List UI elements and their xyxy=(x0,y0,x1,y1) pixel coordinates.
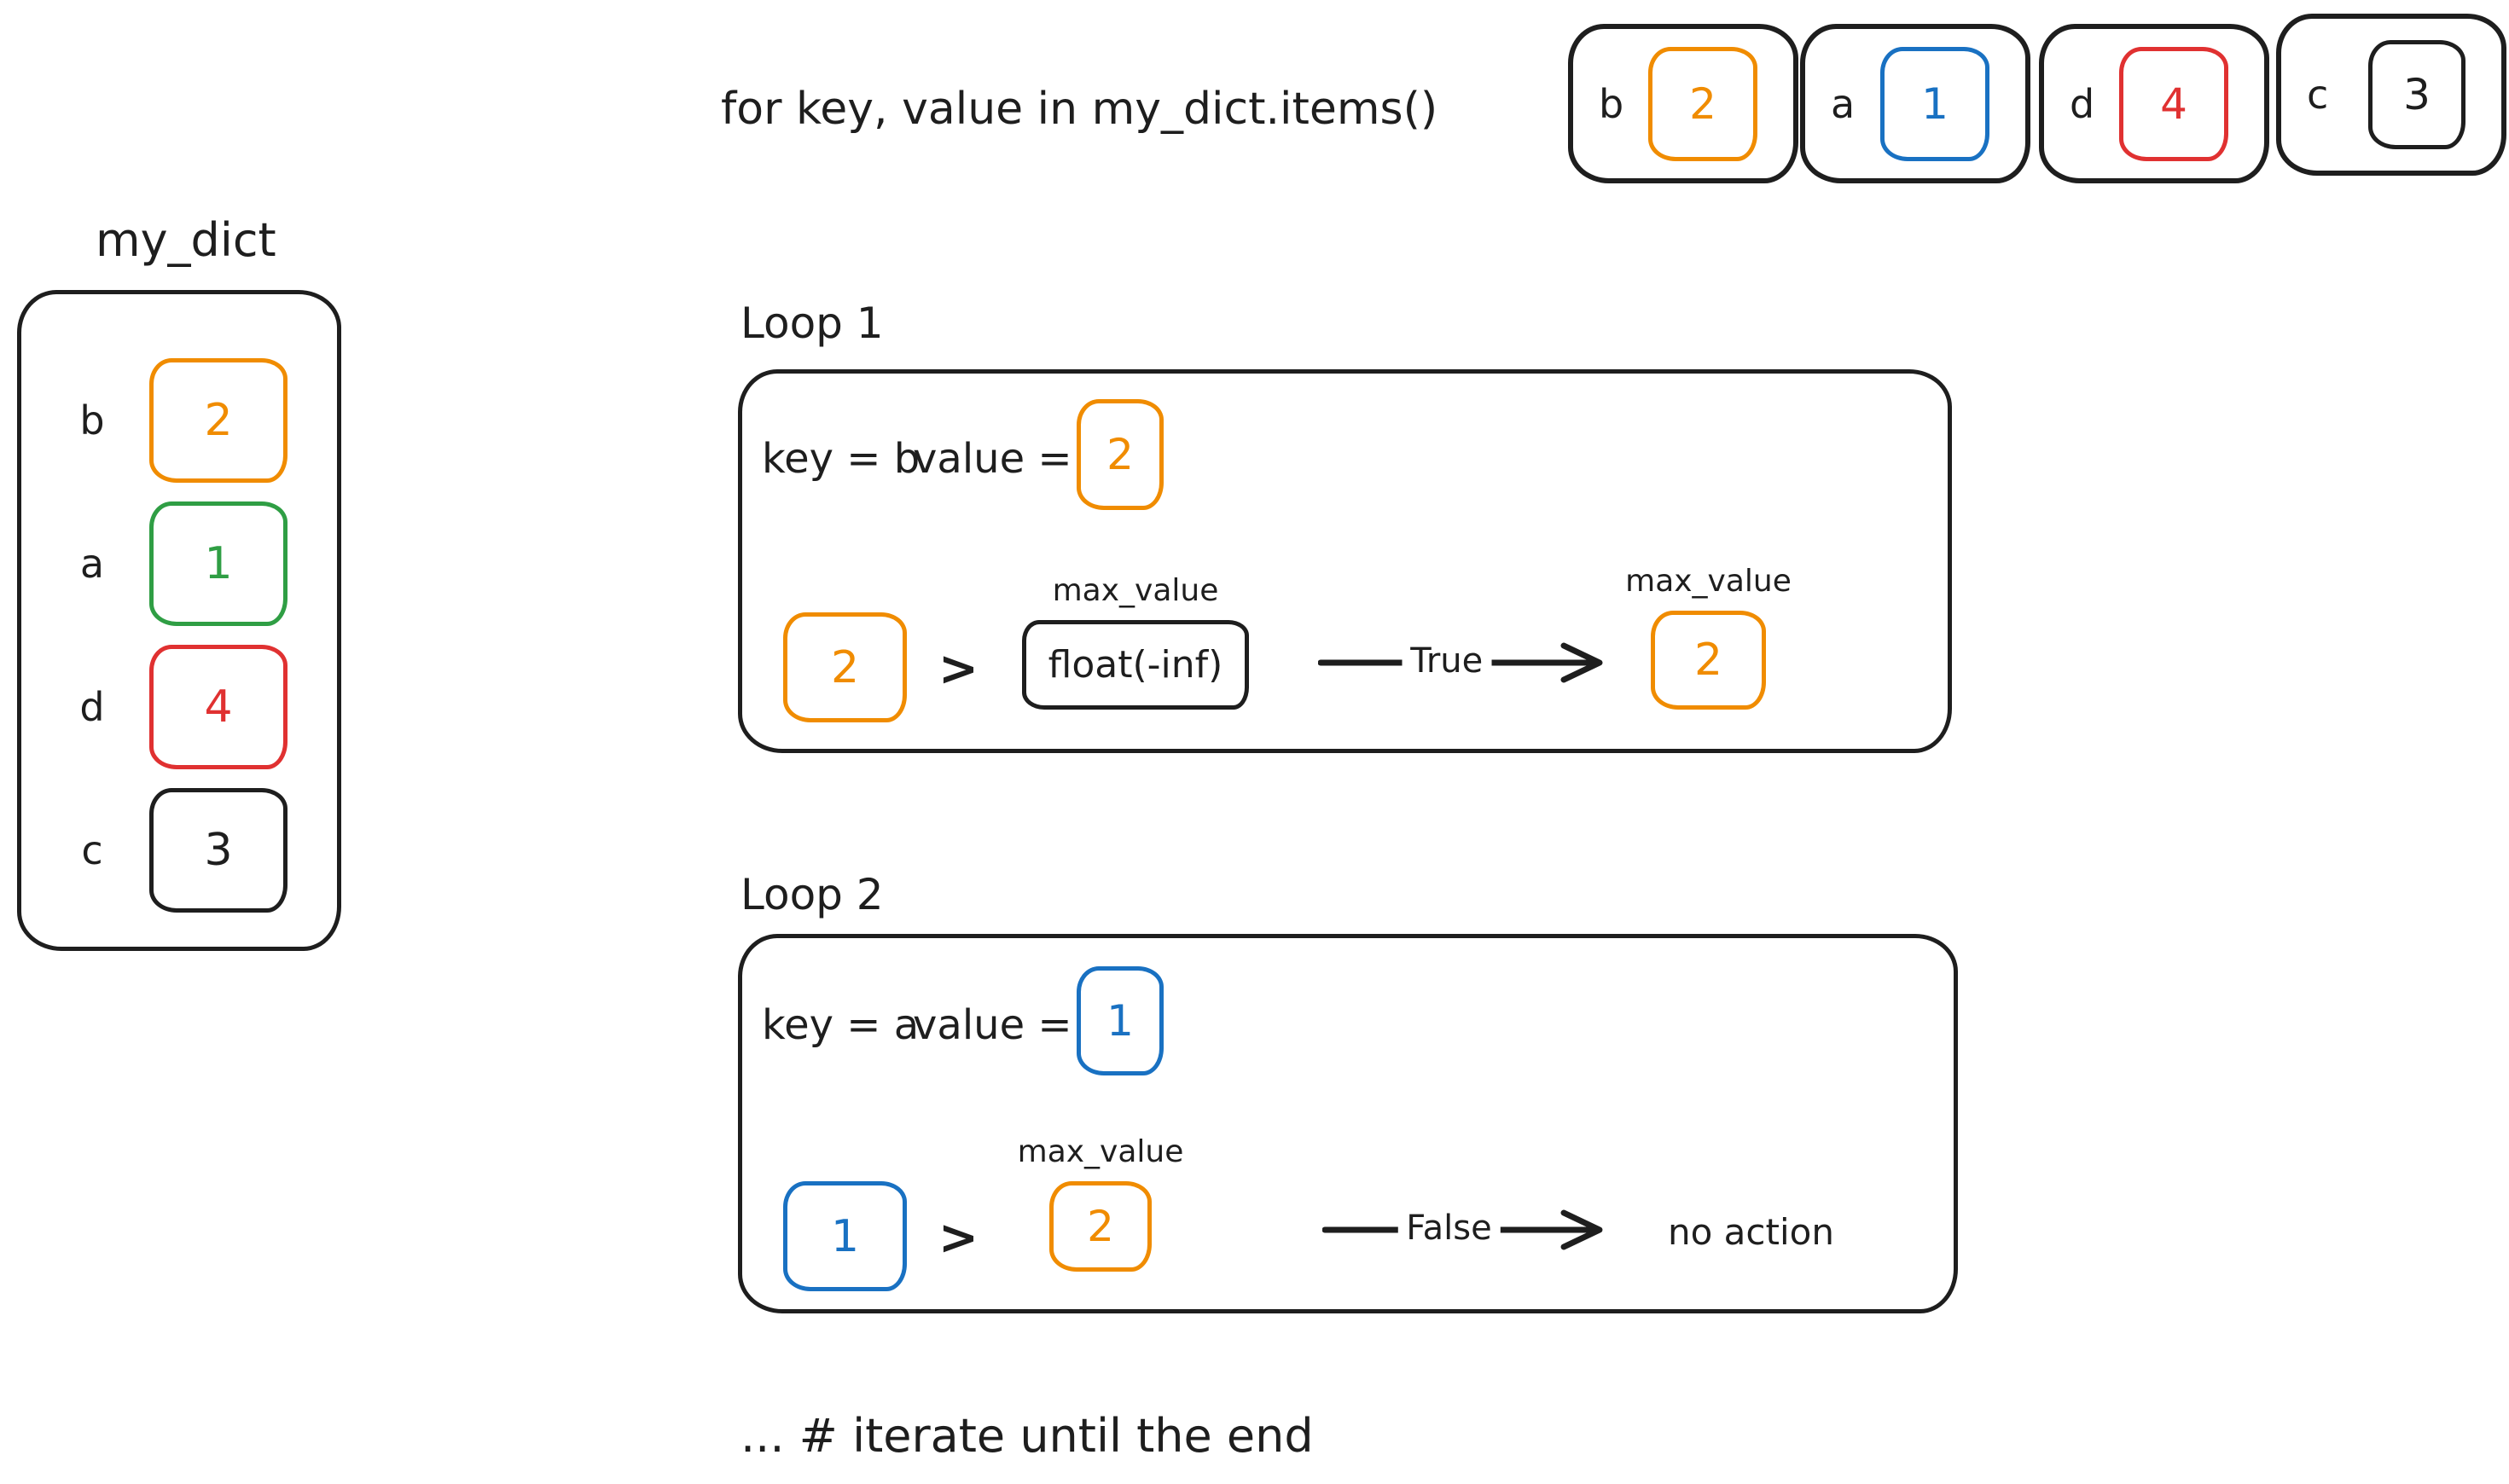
loop2-key-assignment: key = a xyxy=(762,1001,920,1049)
loop2-assigned-value-box: 1 xyxy=(1077,966,1164,1075)
loop2-max-value-label: max_value xyxy=(1017,1134,1184,1169)
pair-value-box-d: 4 xyxy=(2119,46,2228,161)
loop2-max-value-box: 2 xyxy=(1049,1181,1152,1272)
loop1-result-max-value-box: 2 xyxy=(1651,611,1766,710)
no-action-text: no action xyxy=(1668,1211,1834,1253)
pair-box-d: d 4 xyxy=(2039,24,2269,183)
loop1-arrow-label: True xyxy=(1402,641,1492,681)
loop1-box xyxy=(738,369,1952,753)
pair-value-box-b: 2 xyxy=(1648,46,1757,161)
iterate-note: ... # iterate until the end xyxy=(741,1409,1314,1463)
dict-key-d: d xyxy=(79,684,105,730)
dict-value-box-b: 2 xyxy=(149,358,287,483)
pair-box-b: b 2 xyxy=(1568,24,1798,183)
loop1-max-value-label: max_value xyxy=(1052,573,1219,608)
dict-row-c: c 3 xyxy=(21,788,337,913)
loop2-value-assignment-label: value = xyxy=(913,1001,1072,1049)
pair-box-c: c 3 xyxy=(2276,14,2506,176)
pair-value-box-c: 3 xyxy=(2368,40,2465,149)
dict-row-a: a 1 xyxy=(21,501,337,626)
loop1-result-max-value-label: max_value xyxy=(1625,564,1792,599)
dict-key-c: c xyxy=(81,827,103,873)
loop1-result-group: max_value 2 xyxy=(1625,564,1792,710)
pair-box-a: a 1 xyxy=(1800,24,2030,183)
dict-value-box-d: 4 xyxy=(149,645,287,769)
loop1-value-assignment-label: value = xyxy=(913,435,1072,483)
pair-key-a: a xyxy=(1831,80,1856,127)
dict-row-b: b 2 xyxy=(21,358,337,483)
my-dict-box: b 2 a 1 d 4 c 3 xyxy=(17,290,341,951)
loop1-flow-arrow: True xyxy=(1318,639,1604,687)
pair-value-box-a: 1 xyxy=(1880,46,1989,161)
pair-key-c: c xyxy=(2307,72,2329,118)
loop2-max-value-group: max_value 2 xyxy=(1018,1134,1183,1272)
dict-value-box-c: 3 xyxy=(149,788,287,913)
loop1-compare-left-box: 2 xyxy=(783,612,907,722)
loop1-max-value-group: max_value float(-inf) xyxy=(1022,573,1249,710)
pair-key-d: d xyxy=(2070,80,2095,127)
for-loop-code-text: for key, value in my_dict.items() xyxy=(721,84,1438,135)
dict-value-box-a: 1 xyxy=(149,501,287,626)
loop1-assigned-value-box: 2 xyxy=(1077,399,1164,510)
dict-key-a: a xyxy=(79,541,105,587)
dict-row-d: d 4 xyxy=(21,645,337,769)
pair-key-b: b xyxy=(1599,80,1624,127)
loop2-arrow-label: False xyxy=(1397,1209,1501,1249)
loop1-title: Loop 1 xyxy=(741,299,884,348)
loop2-box xyxy=(738,934,1958,1313)
loop2-flow-arrow: False xyxy=(1322,1206,1604,1254)
loop2-greater-than-operator: > xyxy=(938,1210,979,1266)
my-dict-title: my_dict xyxy=(96,213,276,267)
loop2-title: Loop 2 xyxy=(741,870,884,919)
loop1-key-assignment: key = b xyxy=(762,435,921,483)
loop1-greater-than-operator: > xyxy=(938,641,979,697)
dict-key-b: b xyxy=(79,397,105,443)
loop1-max-value-box: float(-inf) xyxy=(1022,620,1249,710)
loop2-compare-left-box: 1 xyxy=(783,1181,907,1291)
